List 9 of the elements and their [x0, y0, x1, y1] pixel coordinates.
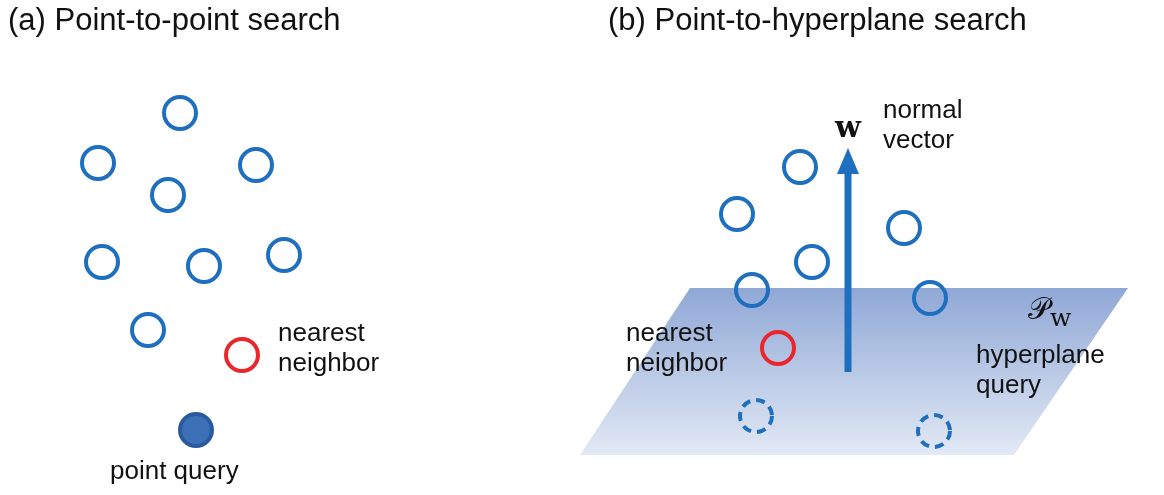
panel-title: (a) Point-to-point search	[8, 2, 341, 38]
plane-symbol: 𝒫$_{w}$	[1028, 292, 1072, 333]
plane-label: hyperplane query	[976, 340, 1106, 400]
panel-title: (b) Point-to-hyperplane search	[608, 2, 1027, 38]
point-label: nearest neighbor	[278, 318, 381, 378]
query-label: point query	[110, 456, 239, 486]
vector-symbol: w	[835, 110, 861, 145]
point-label: nearest neighbor	[626, 318, 729, 378]
vector-label: normal vector	[883, 95, 964, 155]
